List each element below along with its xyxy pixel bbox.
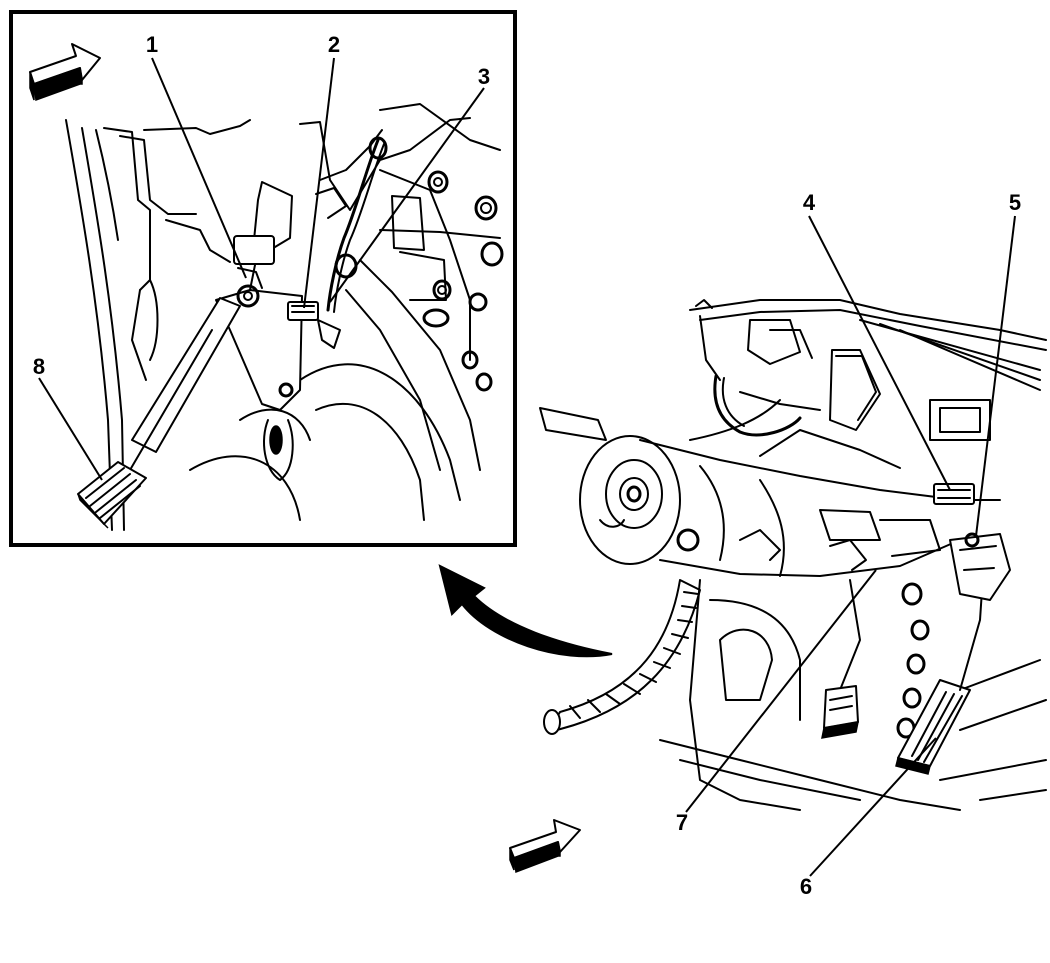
curved-arrow-icon bbox=[438, 564, 613, 658]
sensor-connector bbox=[287, 301, 319, 321]
callout-2: 2 bbox=[328, 32, 340, 57]
leader-lines bbox=[38, 57, 1016, 877]
corrugated-conduit bbox=[543, 579, 701, 735]
callout-5: 5 bbox=[1009, 190, 1021, 215]
clutch-pedal bbox=[77, 297, 241, 529]
clutch-pedal-main bbox=[821, 579, 861, 739]
callout-3: 3 bbox=[478, 64, 490, 89]
detail-inset bbox=[9, 10, 517, 547]
main-connector bbox=[933, 483, 975, 505]
callout-7: 7 bbox=[676, 810, 688, 835]
callout-labels: 1 2 3 4 5 6 7 8 bbox=[33, 32, 1021, 899]
callout-1: 1 bbox=[146, 32, 158, 57]
callout-6: 6 bbox=[800, 874, 812, 899]
floor-area bbox=[659, 579, 1047, 811]
pedal-bracket bbox=[215, 181, 303, 481]
instrument-panel bbox=[689, 299, 1047, 441]
forward-arrow-icon bbox=[29, 43, 101, 102]
body-structure bbox=[65, 119, 251, 531]
main-harness bbox=[689, 374, 821, 441]
main-view bbox=[509, 299, 1047, 874]
wiring-harness bbox=[315, 136, 388, 349]
floor-tunnel bbox=[189, 363, 461, 521]
inset-frame bbox=[9, 10, 517, 547]
callout-8: 8 bbox=[33, 354, 45, 379]
forward-arrow-icon bbox=[509, 819, 581, 874]
pedal-position-sensor bbox=[949, 532, 1011, 601]
dash-panel bbox=[299, 103, 504, 471]
callout-4: 4 bbox=[803, 190, 816, 215]
